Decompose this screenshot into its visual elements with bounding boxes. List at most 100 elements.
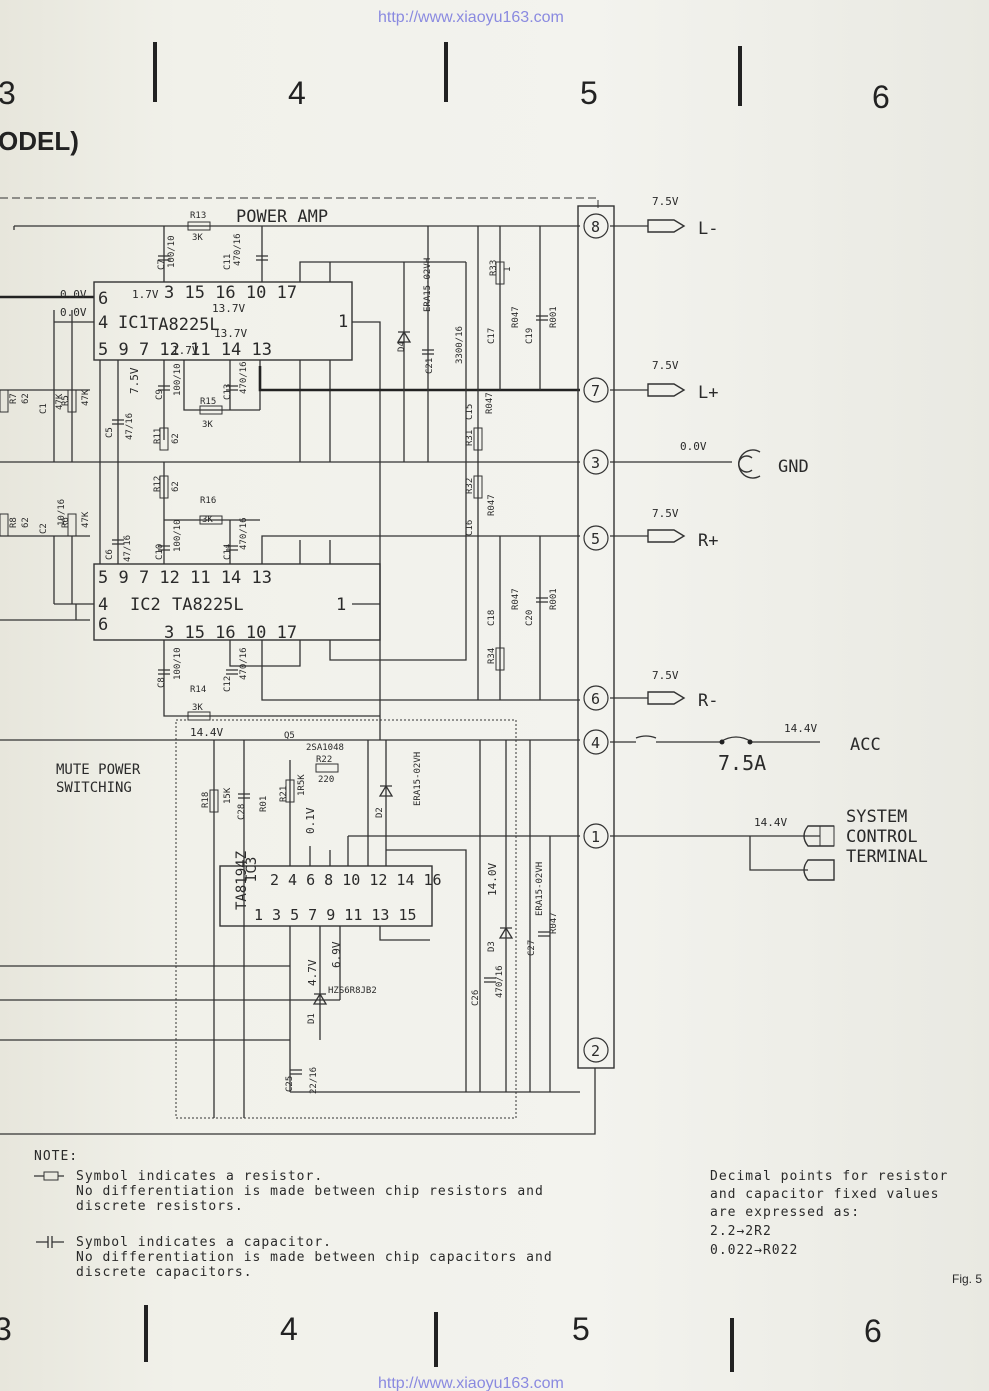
svg-text:R16: R16 — [200, 496, 216, 506]
connector-strip — [577, 205, 615, 1069]
svg-text:HZS6R8JB2: HZS6R8JB2 — [328, 986, 377, 996]
svg-text:C5: C5 — [105, 427, 115, 438]
svg-text:R13: R13 — [190, 211, 206, 221]
rail-left — [0, 619, 580, 1041]
ic1-v-pin7: 1.7V — [172, 344, 199, 357]
connector-pins: 8 7 3 5 6 4 1 2 — [583, 213, 609, 1063]
svg-text:62: 62 — [21, 393, 31, 404]
column-3-top: 3 — [0, 75, 16, 111]
svg-text:470/16: 470/16 — [239, 517, 249, 550]
svg-text:R32: R32 — [465, 478, 475, 494]
ic-input-wires — [53, 310, 94, 620]
svg-text:7: 7 — [591, 382, 600, 400]
svg-text:R15: R15 — [200, 397, 216, 407]
svg-text:2: 2 — [591, 1042, 600, 1060]
svg-text:C19: C19 — [525, 328, 535, 344]
note-heading: NOTE: — [34, 1149, 78, 1164]
ic1-v-in6: 0.0V — [60, 288, 87, 301]
ic3-wires — [213, 740, 467, 1118]
ic2-name: IC2 — [130, 595, 161, 615]
svg-text:47K: 47K — [81, 389, 91, 406]
svg-text:1R5K: 1R5K — [297, 774, 307, 796]
svg-text:R12: R12 — [153, 476, 163, 492]
column-5-bottom: 5 — [572, 1311, 590, 1347]
v-144-ic: 14.4V — [190, 726, 223, 739]
l-plus-thick — [258, 366, 580, 392]
svg-text:R34: R34 — [487, 648, 497, 664]
svg-text:1: 1 — [591, 828, 600, 846]
ic2-part: TA8225L — [172, 595, 244, 615]
column-6-bottom: 6 — [864, 1313, 882, 1349]
svg-text:470/16: 470/16 — [239, 361, 249, 394]
ic3-bottom-pins: 1 3 5 7 9 11 13 15 — [254, 906, 417, 924]
svg-text:R7: R7 — [9, 393, 19, 404]
svg-text:3K: 3K — [192, 233, 203, 243]
output-network — [403, 226, 541, 700]
svg-text:2SA1048: 2SA1048 — [306, 743, 344, 753]
ic1-v-in4: 0.0V — [60, 306, 87, 319]
svg-text:R001: R001 — [549, 306, 559, 328]
out-gnd-voltage: 0.0V — [680, 440, 707, 453]
svg-text:22/16: 22/16 — [309, 1067, 319, 1094]
svg-text:470/16: 470/16 — [495, 965, 505, 998]
capacitor-note-1: Symbol indicates a capacitor. — [76, 1235, 332, 1250]
svg-text:100/10: 100/10 — [173, 647, 183, 680]
out-l-plus-voltage: 7.5V — [652, 359, 679, 372]
resistor-symbols — [0, 221, 505, 813]
svg-text:D2: D2 — [375, 807, 385, 818]
ic3-part: TA8194Z — [234, 851, 250, 910]
out-system-voltage: 14.4V — [754, 816, 787, 829]
resistor-note-1: Symbol indicates a resistor. — [76, 1169, 323, 1184]
ic2-bottom-pins: 3 15 16 10 17 — [164, 623, 297, 643]
resistor-note-2: No differentiation is made between chip … — [76, 1184, 544, 1199]
svg-text:62: 62 — [171, 433, 181, 444]
ic3-name: IC3 — [244, 857, 260, 882]
out-acc-voltage: 14.4V — [784, 722, 817, 735]
svg-text:R5: R5 — [61, 395, 71, 406]
svg-text:C26: C26 — [471, 990, 481, 1006]
svg-text:C9: C9 — [155, 389, 165, 400]
frame-bottom-wire — [0, 1068, 596, 1135]
system-label-3: TERMINAL — [846, 847, 928, 867]
capacitor-note-icon — [36, 1236, 64, 1248]
svg-text:47K: 47K — [81, 511, 91, 528]
svg-text:3: 3 — [591, 454, 600, 472]
resistor-note-icon-body — [43, 1171, 59, 1181]
svg-text:C8: C8 — [157, 677, 167, 688]
ic2-bottom-wires — [163, 262, 580, 717]
power-amp-label: POWER AMP — [236, 207, 328, 227]
svg-text:100/10: 100/10 — [167, 235, 177, 268]
system-label-1: SYSTEM — [846, 807, 907, 827]
frame-top — [0, 197, 599, 208]
system-label-2: CONTROL — [846, 827, 918, 847]
svg-text:1: 1 — [503, 267, 513, 272]
ic1-part: TA8225L — [148, 315, 220, 335]
v-140: 14.0V — [486, 863, 499, 896]
decimal-note-3: are expressed as: — [710, 1205, 860, 1220]
svg-text:R047: R047 — [487, 494, 497, 516]
svg-text:D3: D3 — [487, 941, 497, 952]
svg-text:C13: C13 — [223, 384, 233, 400]
svg-text:C17: C17 — [487, 328, 497, 344]
column-4-bottom: 4 — [280, 1311, 298, 1347]
svg-text:470/16: 470/16 — [233, 233, 243, 266]
capacitor-note-3: discrete capacitors. — [76, 1265, 253, 1280]
ic1-v-pin12: 13.7V — [214, 327, 247, 340]
ic1-v-59: 7.5V — [128, 367, 141, 394]
svg-text:C15: C15 — [465, 404, 475, 420]
svg-text:8: 8 — [591, 218, 600, 236]
out-l-plus-label: L+ — [698, 383, 718, 403]
decimal-note-4: 2.2→2R2 — [710, 1224, 772, 1239]
svg-text:C1: C1 — [39, 403, 49, 414]
svg-text:C21: C21 — [425, 358, 435, 374]
v-47: 4.7V — [306, 959, 319, 986]
svg-text:R01: R01 — [259, 796, 269, 812]
v-01: 0.1V — [304, 807, 317, 834]
svg-text:Q5: Q5 — [284, 731, 295, 741]
svg-text:ERA15-02VH: ERA15-02VH — [535, 862, 545, 916]
svg-text:C12: C12 — [223, 676, 233, 692]
svg-text:3300/16: 3300/16 — [455, 326, 465, 364]
svg-text:D4: D4 — [397, 341, 407, 352]
ic1-box — [93, 281, 353, 361]
